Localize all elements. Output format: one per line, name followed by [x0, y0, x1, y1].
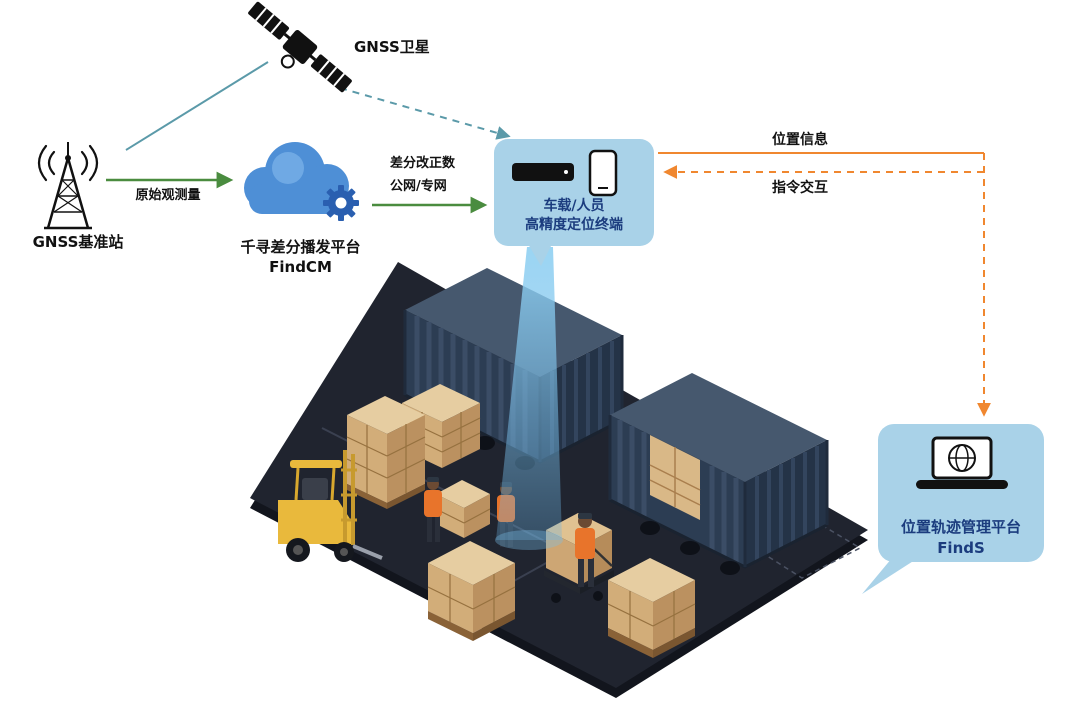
raw-observation-label: 原始观测量 [135, 188, 201, 203]
worker-1 [424, 477, 442, 542]
positioning-beam [495, 247, 563, 550]
satellite-to-terminal-line [339, 87, 511, 140]
satellite-label: GNSS卫星 [354, 38, 430, 56]
finds-panel [862, 424, 1044, 594]
terminal-label-line2: 高精度定位终端 [525, 217, 623, 233]
position-info-label: 位置信息 [772, 132, 828, 148]
container-cargo [649, 435, 701, 520]
pallet-bottom-left [427, 541, 516, 641]
small-box-stack [435, 480, 491, 538]
cloud-platform-label-line1: 千寻差分播发平台 [240, 238, 361, 256]
gear-icon [323, 185, 359, 221]
pallet-stack-front [346, 396, 426, 509]
vehicle-terminal-icon [512, 163, 574, 181]
command-interaction-label: 指令交互 [772, 180, 828, 196]
platform-label-line2: FindS [937, 539, 985, 557]
gnss-satellite-icon [248, 1, 352, 93]
worker-3 [575, 513, 595, 587]
terminal-panel-tail [528, 244, 552, 266]
platform-label-line1: 位置轨迹管理平台 [900, 518, 1021, 536]
smartphone-icon [588, 149, 618, 197]
satellite-to-base-line [125, 61, 269, 151]
base-station-icon [37, 142, 99, 230]
forklift [278, 450, 383, 562]
container-1 [403, 268, 624, 470]
pallet-bottom-right [607, 558, 696, 658]
finds-panel-tail [862, 558, 918, 594]
radio-waves-icon [37, 144, 99, 182]
cloud-platform-icon [244, 142, 359, 221]
base-station-label: GNSS基准站 [32, 233, 124, 251]
correction-label-line1: 差分改正数 [390, 156, 456, 171]
connections [106, 61, 991, 417]
container-2-wheels [640, 521, 740, 575]
correction-label-line2: 公网/专网 [390, 179, 447, 194]
cloud-platform-label-line2: FindCM [269, 258, 332, 276]
terminal-label-line1: 车载/人员 [543, 198, 605, 214]
terminal-panel [494, 139, 654, 266]
container-2 [608, 373, 829, 575]
laptop-globe-icon [916, 436, 1008, 489]
